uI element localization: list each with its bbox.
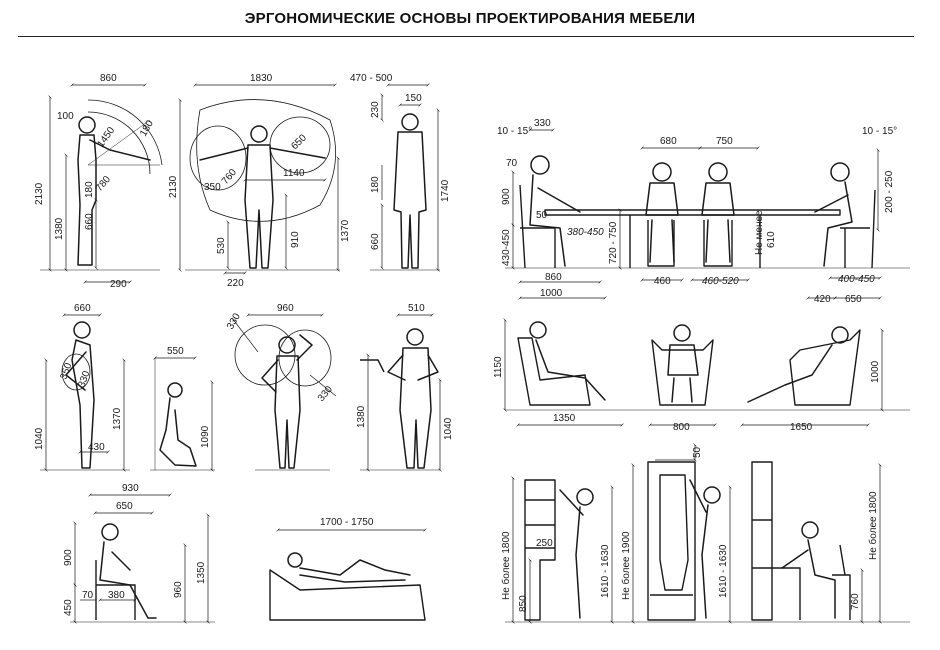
table-chair-a: 460 bbox=[654, 276, 671, 287]
fig-squatting: 550 1090 bbox=[150, 346, 215, 472]
fig-lounge-seating: 1150 1350 800 1650 1000 bbox=[493, 318, 910, 433]
table-depth-right: 650 bbox=[845, 294, 862, 305]
storage-max-c: Не более 1800 bbox=[867, 491, 879, 560]
fig-standing-side-reach: 860 2130 1380 660 180 100 1450 180 780 2… bbox=[34, 73, 163, 290]
table-height-left: 900 bbox=[501, 188, 512, 205]
fig-seated-side: 930 650 900 450 70 380 960 1350 bbox=[63, 483, 215, 624]
fig8-seat-height: 450 bbox=[63, 599, 74, 616]
fig2-arm-b: 350 bbox=[204, 182, 221, 193]
table-back-right: 200 - 250 bbox=[884, 170, 895, 213]
table-elbow: 50 bbox=[536, 210, 548, 221]
fig1-hand-height: 660 bbox=[84, 213, 95, 230]
table-angle-right: 10 - 15° bbox=[862, 126, 897, 137]
fig-standing-front-span: 1830 2130 650 350 760 1140 1370 910 530 … bbox=[168, 73, 351, 289]
fig-reclining: 1700 - 1750 bbox=[269, 517, 427, 621]
table-place-a: 680 bbox=[660, 136, 677, 147]
lounge-height-right: 1000 bbox=[870, 360, 881, 383]
fig2-hand-height: 910 bbox=[290, 231, 301, 248]
table-seat-height: 430-450 bbox=[501, 229, 512, 266]
fig6-arc-a: 330 bbox=[225, 311, 243, 331]
table-reach-left: 330 bbox=[534, 118, 551, 129]
fig8-total-width: 930 bbox=[122, 483, 139, 494]
storage-gap-b: 50 bbox=[692, 446, 703, 458]
fig6-width: 960 bbox=[277, 303, 294, 314]
fig-arms-overhead: 960 330 330 bbox=[225, 303, 337, 471]
storage-max-b: Не более 1900 bbox=[620, 531, 632, 600]
table-place-b: 750 bbox=[716, 136, 733, 147]
fig3-hip-height: 660 bbox=[370, 233, 381, 250]
fig3-head-width: 150 bbox=[405, 93, 422, 104]
fig1-arc-low: 780 bbox=[94, 174, 113, 194]
fig7-hand-height: 1040 bbox=[443, 417, 454, 440]
fig4-hand-height: 1040 bbox=[34, 427, 45, 450]
fig2-arm-c: 760 bbox=[220, 167, 239, 187]
storage-reach-b: 1610 - 1630 bbox=[718, 544, 729, 598]
table-under: 380-450 bbox=[567, 227, 604, 238]
fig2-shoulder-width: 1140 bbox=[283, 168, 305, 179]
fig1-width: 860 bbox=[100, 73, 117, 84]
fig2-knee-height: 530 bbox=[216, 237, 227, 254]
fig2-arm-a: 650 bbox=[289, 132, 309, 152]
fig3-head-height: 230 bbox=[370, 101, 381, 118]
table-min-value: 610 bbox=[766, 231, 777, 248]
fig3-total-height: 1740 bbox=[440, 179, 451, 202]
storage-desk-c: 760 bbox=[850, 593, 861, 610]
fig1-top-reach: 100 bbox=[57, 111, 74, 122]
fig3-width: 470 - 500 bbox=[350, 73, 393, 84]
table-angle-left: 10 - 15° bbox=[497, 126, 532, 137]
fig1-total-height: 2130 bbox=[34, 182, 45, 205]
title-underline bbox=[18, 36, 914, 37]
fig1-shoulder-height: 1380 bbox=[54, 217, 65, 240]
storage-max-a: Не более 1800 bbox=[500, 531, 512, 600]
storage-low-a: 850 bbox=[518, 595, 529, 612]
fig-dining-table: 10 - 15° 330 70 900 50 430-450 380-450 7… bbox=[497, 118, 910, 305]
fig8-thigh: 380 bbox=[108, 590, 125, 601]
fig4-shoulder-height: 1370 bbox=[112, 407, 123, 430]
fig-storage-reach: Не более 1800 1610 - 1630 250 850 50 Не … bbox=[500, 443, 910, 624]
fig3-eye-height: 180 bbox=[370, 176, 381, 193]
fig1-mid-height: 180 bbox=[84, 181, 95, 198]
fig9-length: 1700 - 1750 bbox=[320, 517, 374, 528]
fig7-width: 510 bbox=[408, 303, 425, 314]
storage-reach-a: 1610 - 1630 bbox=[600, 544, 611, 598]
table-seat-right: 400-450 bbox=[838, 274, 875, 285]
fig-standing-hands-chest: 510 1380 1040 bbox=[356, 303, 454, 472]
lounge-width-mid: 800 bbox=[673, 422, 690, 433]
fig2-total-height: 2130 bbox=[168, 175, 179, 198]
table-lean-left: 70 bbox=[506, 158, 518, 169]
table-clearance: 860 bbox=[545, 272, 562, 283]
fig7-height: 1380 bbox=[356, 405, 367, 428]
fig-side-carry: 660 1040 1370 430 330 350 bbox=[34, 303, 130, 472]
table-space: 1000 bbox=[540, 288, 563, 299]
fig8-knee: 70 bbox=[82, 590, 94, 601]
fig-standing-front-width: 470 - 500 150 230 180 1740 660 bbox=[350, 73, 451, 272]
fig2-foot-width: 220 bbox=[227, 278, 244, 289]
fig8-upper-height: 900 bbox=[63, 549, 74, 566]
fig2-span: 1830 bbox=[250, 73, 273, 84]
fig5-height: 1090 bbox=[200, 425, 211, 448]
fig5-depth: 550 bbox=[167, 346, 184, 357]
fig8-eye-height: 960 bbox=[173, 581, 184, 598]
fig2-elbow-height: 1370 bbox=[340, 219, 351, 242]
fig1-depth: 290 bbox=[110, 279, 127, 290]
lounge-width-right: 1650 bbox=[790, 422, 813, 433]
fig8-seat-width: 650 bbox=[116, 501, 133, 512]
fig4-depth: 660 bbox=[74, 303, 91, 314]
storage-shelf-a: 250 bbox=[536, 538, 553, 549]
lounge-height-left: 1150 bbox=[493, 356, 504, 378]
table-height: 720 - 750 bbox=[608, 221, 619, 264]
lounge-width-left: 1350 bbox=[553, 413, 576, 424]
fig8-head-height: 1350 bbox=[196, 561, 207, 584]
table-leg-right: 420 bbox=[814, 294, 831, 305]
table-chair-b: 460-520 bbox=[702, 276, 739, 287]
fig6-arc-b: 330 bbox=[316, 384, 335, 404]
fig4-step: 430 bbox=[88, 442, 105, 453]
page-title: ЭРГОНОМИЧЕСКИЕ ОСНОВЫ ПРОЕКТИРОВАНИЯ МЕБ… bbox=[244, 10, 696, 27]
